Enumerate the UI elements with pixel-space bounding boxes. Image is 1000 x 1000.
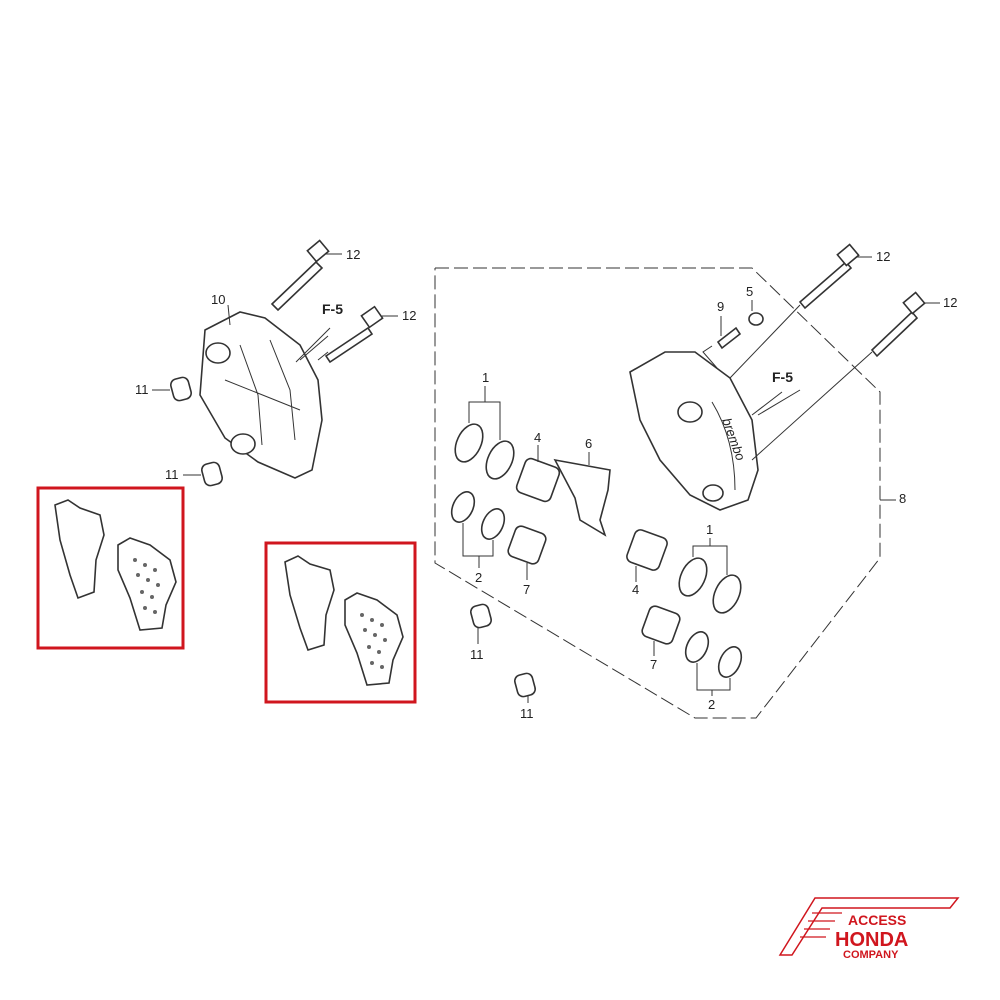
callout-1: 1 (482, 370, 489, 385)
seal-set-a[interactable] (450, 386, 520, 483)
reference-f5-right[interactable]: F-5 (772, 369, 793, 385)
bleeder-cap[interactable] (748, 300, 764, 326)
bolt-left-top[interactable] (270, 239, 342, 312)
callout-12: 12 (943, 295, 957, 310)
logo-line1: ACCESS (848, 912, 906, 928)
callout-4: 4 (632, 582, 639, 597)
caliper-left[interactable] (199, 304, 323, 479)
seal-set-b[interactable] (447, 488, 509, 568)
callout-6: 6 (585, 436, 592, 451)
callout-12: 12 (876, 249, 890, 264)
piston-b[interactable] (506, 524, 547, 580)
bolt-right-top[interactable] (798, 243, 872, 310)
assembly-outline (434, 267, 881, 719)
callout-9: 9 (717, 299, 724, 314)
callout-2: 2 (475, 570, 482, 585)
callout-7: 7 (523, 582, 530, 597)
callout-10: 10 (211, 292, 225, 307)
seal-set-c[interactable] (674, 538, 747, 617)
callout-4: 4 (534, 430, 541, 445)
collar-mid-b[interactable] (513, 672, 536, 703)
collar-left-b[interactable] (183, 461, 224, 487)
callout-7: 7 (650, 657, 657, 672)
callout-1: 1 (706, 522, 713, 537)
callout-11: 11 (135, 382, 149, 397)
callout-11: 11 (470, 647, 484, 662)
bleeder-valve[interactable] (716, 316, 742, 350)
reference-f5-left[interactable]: F-5 (322, 301, 343, 317)
piston-d[interactable] (640, 604, 681, 656)
caliper-right[interactable]: brembo (629, 351, 759, 511)
piston-c[interactable] (625, 528, 669, 582)
collar-mid-a[interactable] (469, 603, 492, 644)
brake-pad-set-right[interactable] (264, 541, 417, 704)
seal-set-d[interactable] (681, 628, 746, 696)
callout-12: 12 (346, 247, 360, 262)
brake-pad-set-left[interactable] (36, 486, 185, 650)
logo-line3: COMPANY (843, 949, 899, 961)
collar-left-a[interactable] (152, 376, 193, 402)
pad-spring[interactable] (553, 452, 611, 537)
callout-8: 8 (899, 491, 906, 506)
callout-11: 11 (165, 467, 179, 482)
bolt-right-far[interactable] (870, 291, 940, 358)
callout-12: 12 (402, 308, 416, 323)
logo-line2: HONDA (835, 929, 908, 951)
bolt-left-mid[interactable] (324, 305, 398, 364)
piston-a[interactable] (515, 445, 561, 503)
callout-11: 11 (520, 706, 534, 721)
callout-2: 2 (708, 697, 715, 712)
callout-5: 5 (746, 284, 753, 299)
access-honda-logo: ACCESS HONDA COMPANY (778, 897, 960, 961)
